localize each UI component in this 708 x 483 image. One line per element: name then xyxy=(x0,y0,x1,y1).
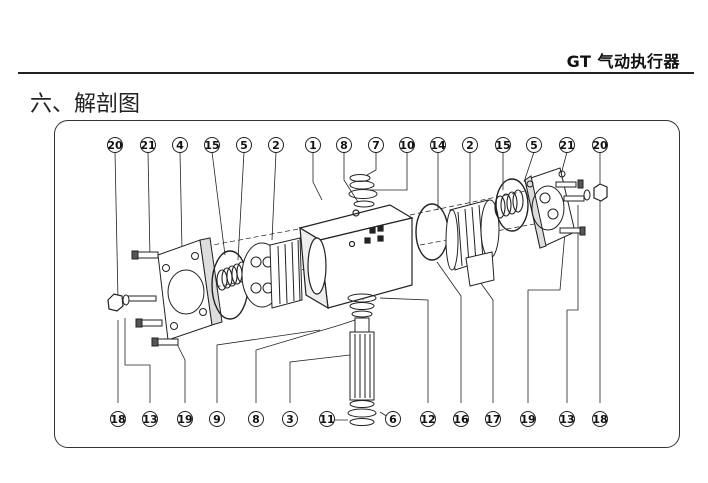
callout-top-20b: 20 xyxy=(592,137,608,153)
svg-text:20: 20 xyxy=(107,139,123,152)
right-piston-oring xyxy=(415,203,449,261)
callouts-bottom: 18 13 19 9 8 3 11 6 12 16 17 19 13 18 xyxy=(110,411,608,427)
svg-text:14: 14 xyxy=(430,139,446,152)
svg-text:17: 17 xyxy=(485,413,500,426)
svg-text:2: 2 xyxy=(466,139,474,152)
svg-text:8: 8 xyxy=(252,413,260,426)
callout-top-15b: 15 xyxy=(495,137,511,153)
right-piston xyxy=(445,199,500,271)
callout-bottom-8: 8 xyxy=(248,411,264,427)
diagram-frame xyxy=(54,120,680,448)
header-divider xyxy=(18,72,694,74)
svg-text:16: 16 xyxy=(453,413,469,426)
svg-text:3: 3 xyxy=(286,413,294,426)
callout-top-10: 10 xyxy=(399,137,415,153)
callout-top-1: 1 xyxy=(305,137,321,153)
callout-bottom-16: 16 xyxy=(453,411,469,427)
svg-text:2: 2 xyxy=(272,139,280,152)
svg-text:9: 9 xyxy=(213,413,221,426)
callout-top-5: 5 xyxy=(236,137,252,153)
callout-bottom-11: 11 xyxy=(319,411,335,427)
left-adjust-nut xyxy=(107,293,130,312)
svg-text:15: 15 xyxy=(495,139,510,152)
callout-bottom-9: 9 xyxy=(209,411,225,427)
callout-bottom-13b: 13 xyxy=(559,411,575,427)
right-spring xyxy=(494,178,529,232)
svg-text:1: 1 xyxy=(309,139,317,152)
svg-text:19: 19 xyxy=(520,413,535,426)
svg-text:18: 18 xyxy=(110,413,125,426)
callout-bottom-13: 13 xyxy=(142,411,158,427)
svg-text:11: 11 xyxy=(319,413,334,426)
callout-top-7: 7 xyxy=(368,137,384,153)
callout-top-5b: 5 xyxy=(526,137,542,153)
callout-bottom-6: 6 xyxy=(385,411,401,427)
callout-bottom-19b: 19 xyxy=(520,411,536,427)
svg-text:13: 13 xyxy=(559,413,574,426)
svg-text:4: 4 xyxy=(176,139,184,152)
svg-text:5: 5 xyxy=(240,139,248,152)
callout-top-4: 4 xyxy=(172,137,188,153)
callout-top-14: 14 xyxy=(430,137,446,153)
svg-text:21: 21 xyxy=(559,139,574,152)
svg-text:13: 13 xyxy=(142,413,157,426)
callout-top-21: 21 xyxy=(140,137,156,153)
callout-bottom-19: 19 xyxy=(177,411,193,427)
header-title: GT 气动执行器 xyxy=(566,52,680,71)
callout-top-2: 2 xyxy=(268,137,284,153)
callout-top-21b: 21 xyxy=(559,137,575,153)
left-end-cap xyxy=(157,237,223,341)
svg-text:20: 20 xyxy=(592,139,608,152)
callout-bottom-12: 12 xyxy=(420,411,436,427)
svg-text:6: 6 xyxy=(389,413,397,426)
guide-strip xyxy=(465,251,495,287)
right-bolts xyxy=(555,179,608,236)
callout-top-15: 15 xyxy=(204,137,220,153)
section-title: 六、解剖图 xyxy=(30,92,141,117)
svg-text:10: 10 xyxy=(399,139,415,152)
svg-text:21: 21 xyxy=(140,139,155,152)
svg-text:18: 18 xyxy=(592,413,607,426)
callout-top-2b: 2 xyxy=(462,137,478,153)
svg-text:5: 5 xyxy=(530,139,538,152)
svg-text:12: 12 xyxy=(420,413,435,426)
actuator-body xyxy=(298,204,414,310)
svg-text:19: 19 xyxy=(177,413,192,426)
pinion-shaft xyxy=(347,293,377,426)
callout-bottom-17: 17 xyxy=(485,411,501,427)
svg-text:8: 8 xyxy=(340,139,348,152)
right-end-cap xyxy=(524,167,576,249)
callout-bottom-18b: 18 xyxy=(592,411,608,427)
left-piston xyxy=(241,237,303,309)
callout-top-8: 8 xyxy=(336,137,352,153)
svg-text:15: 15 xyxy=(204,139,219,152)
top-indicator-rings xyxy=(348,174,378,208)
callout-bottom-3: 3 xyxy=(282,411,298,427)
callout-top-20: 20 xyxy=(107,137,123,153)
callouts-top: 20 21 4 15 5 2 1 8 7 10 14 2 15 5 21 20 xyxy=(107,137,608,153)
leader-lines-top xyxy=(114,151,601,301)
svg-text:7: 7 xyxy=(372,139,380,152)
callout-bottom-18: 18 xyxy=(110,411,126,427)
leader-lines-bottom xyxy=(117,200,601,421)
